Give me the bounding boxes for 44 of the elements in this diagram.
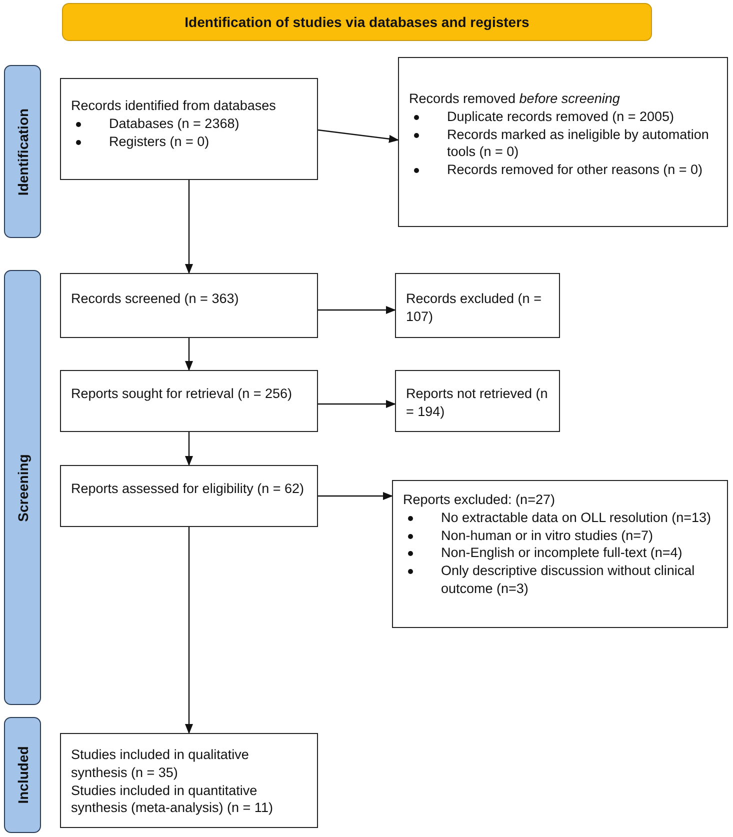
bullet-item: No extractable data on OLL resolution (n=13) — [441, 510, 712, 525]
box-text: Records excluded (n = 107) — [406, 290, 542, 326]
phase-band — [4, 717, 41, 833]
arrow — [185, 432, 193, 466]
title-text: Identification of studies via databases and registers — [184, 12, 530, 32]
phase-label: Identification — [13, 108, 32, 196]
title-banner — [62, 3, 652, 41]
arrow — [318, 492, 393, 500]
box-text: Records identified from databases — [71, 97, 277, 115]
box-text: Reports excluded: (n=27) — [403, 491, 556, 509]
bullet-item: Duplicate records removed (n = 2005) — [447, 108, 674, 124]
exclusion-box — [392, 480, 728, 628]
phase-band — [4, 65, 41, 238]
bullet-item: Databases (n = 2368) — [109, 116, 240, 131]
phase-label: Screening — [13, 454, 32, 522]
box-text: Reports assessed for eligibility (n = 62) — [71, 480, 305, 498]
box-text: Studies included in quantitative synthesis (meta-analysis) (n = 11) — [71, 782, 274, 818]
arrow — [318, 129, 399, 143]
exclusion-box — [395, 273, 560, 338]
exclusion-box — [395, 370, 560, 432]
arrow — [318, 400, 396, 408]
phase-band — [4, 270, 41, 705]
process-box — [60, 78, 318, 180]
bullet-item: Only descriptive discussion without clinical outcome (n=3) — [441, 563, 695, 596]
exclusion-box — [398, 57, 728, 227]
process-box — [60, 733, 318, 828]
bullet-item: Records marked as ineligible by automation tools (n = 0) — [447, 126, 709, 160]
process-box — [60, 273, 318, 338]
box-text: Records screened (n = 363) — [71, 290, 240, 308]
arrow — [185, 338, 193, 371]
bullet-item: Registers (n = 0) — [109, 134, 210, 149]
phase-label: Included — [13, 746, 32, 804]
box-text: Reports not retrieved (n = 194) — [406, 385, 549, 421]
process-box — [60, 465, 318, 527]
box-text: Records removed before screening — [409, 90, 621, 108]
arrow — [185, 527, 193, 734]
bullet-item: Non-human or in vitro studies (n=7) — [441, 528, 653, 543]
box-text: Reports sought for retrieval (n = 256) — [71, 385, 293, 403]
arrow — [318, 306, 396, 314]
box-text: Studies included in qualitative synthesis (n = 35) — [71, 746, 250, 782]
process-box — [60, 370, 318, 432]
bullet-item: Records removed for other reasons (n = 0) — [447, 162, 702, 178]
bullet-item: Non-English or incomplete full-text (n=4) — [441, 545, 682, 560]
arrow — [185, 180, 193, 274]
